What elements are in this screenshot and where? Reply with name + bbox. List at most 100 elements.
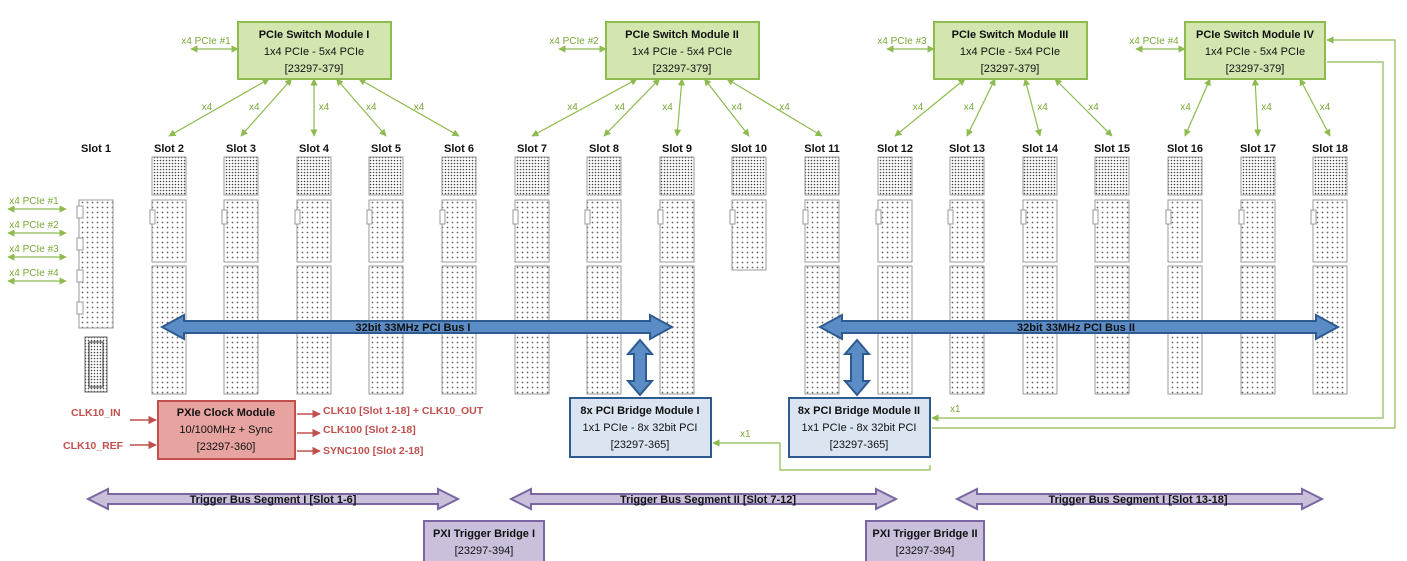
slot-connector (584, 156, 622, 395)
slot-label: Slot 17 (1240, 143, 1276, 155)
x4-link-label: x4 (319, 102, 330, 113)
slot-label: Slot 16 (1167, 143, 1203, 155)
x4-link-label: x4 (1037, 102, 1048, 113)
bridge-1-bus-arrow (625, 338, 655, 397)
trigger-segment-2-arrow (508, 487, 899, 511)
bridge-line2: 1x1 PCIe - 8x 32bit PCI (583, 422, 698, 434)
slot-label: Slot 7 (517, 143, 547, 155)
pxie-clock-module: PXIe Clock Module 10/100MHz + Sync [2329… (157, 400, 296, 460)
pcie-switch-module-3: PCIe Switch Module III 1x4 PCIe - 5x4 PC… (933, 21, 1088, 80)
trigger-bridge-part: [23297-394] (455, 545, 514, 557)
switch-line2: 1x4 PCIe - 5x4 PCIe (1205, 46, 1305, 58)
x4-link-label: x4 (779, 102, 790, 113)
pcie-x4-link (1299, 78, 1331, 137)
clock-output-label: CLK100 [Slot 2-18] (323, 424, 416, 436)
trigger-bridge-part: [23297-394] (896, 545, 955, 557)
slot-connector (1020, 156, 1058, 395)
x4-link-label: x4 (1088, 102, 1099, 113)
slot-label: Slot 14 (1022, 143, 1059, 155)
slot-label: Slot 4 (299, 143, 330, 155)
switch-part: [23297-379] (285, 63, 344, 75)
x4-link-label: x4 (913, 102, 924, 113)
pcie-x4-link (966, 78, 996, 137)
x4-link-label: x4 (249, 102, 260, 113)
clock-line2: 10/100MHz + Sync (179, 424, 273, 436)
slot-label: Slot 13 (949, 143, 985, 155)
pcie-x4-link (240, 78, 292, 137)
slot-connector (366, 156, 404, 395)
switch-line2: 1x4 PCIe - 5x4 PCIe (264, 46, 364, 58)
clock-part: [23297-360] (197, 441, 256, 453)
clk10-in-label: CLK10_IN (71, 407, 121, 419)
switch-part: [23297-379] (653, 63, 712, 75)
pci-bus-2-label: 32bit 33MHz PCI Bus II (1017, 322, 1135, 334)
clock-output-label: CLK10 [Slot 1-18] + CLK10_OUT (323, 405, 484, 417)
switch-link-label: x4 PCIe #1 (181, 36, 231, 47)
slot-connector (149, 156, 187, 395)
x4-link-label: x4 (964, 102, 975, 113)
switch-link-label: x4 PCIe #2 (549, 36, 599, 47)
x4-link-label: x4 (414, 102, 425, 113)
bus-layer (85, 313, 1341, 511)
slot-connector (512, 156, 550, 395)
pcie-x4-link (358, 78, 460, 137)
slot-label: Slot 15 (1094, 143, 1130, 155)
x4-link-label: x4 (662, 102, 673, 113)
slot-label: Slot 2 (154, 143, 184, 155)
slot-connector (875, 156, 913, 395)
pci-bus-1-label: 32bit 33MHz PCI Bus I (356, 322, 471, 334)
pxi-trigger-bridge-2: PXI Trigger Bridge II [23297-394] (865, 520, 985, 561)
switch-link-label: x4 PCIe #4 (1129, 36, 1179, 47)
x4-link-label: x4 (366, 102, 377, 113)
bridge-part: [23297-365] (830, 439, 889, 451)
bridge-line2: 1x1 PCIe - 8x 32bit PCI (802, 422, 917, 434)
x4-link-label: x4 (202, 102, 213, 113)
switch-part: [23297-379] (1226, 63, 1285, 75)
trigger-bridge-title: PXI Trigger Bridge II (872, 528, 977, 540)
pcie-x4-link (726, 78, 823, 137)
pcie-x4-link (673, 78, 686, 137)
trigger-segment-1-label: Trigger Bus Segment I [Slot 1-6] (190, 494, 357, 506)
slot-label: Slot 18 (1312, 143, 1348, 155)
pcie-x4-link (336, 78, 387, 137)
slot-connector (729, 156, 767, 271)
bridge-part: [23297-365] (611, 439, 670, 451)
bridge-title: 8x PCI Bridge Module I (580, 405, 699, 417)
slot1-link-label: x4 PCIe #1 (9, 196, 59, 207)
clk10-ref-label: CLK10_REF (63, 440, 124, 452)
slot1-link-label: x4 PCIe #4 (9, 268, 59, 279)
slot-label: Slot 3 (226, 143, 256, 155)
switch-title: PCIe Switch Module III (952, 29, 1069, 41)
clock-title: PXIe Clock Module (177, 407, 275, 419)
slot-connector (1310, 156, 1348, 395)
pcie-link-layer (7, 36, 1396, 471)
slot-label: Slot 11 (804, 143, 839, 155)
x1-link-line (931, 61, 1384, 422)
pcie-x4-link (894, 78, 966, 137)
slot-label: Slot 9 (662, 143, 692, 155)
slot-label: Slot 8 (589, 143, 619, 155)
trigger-segment-2-label: Trigger Bus Segment II [Slot 7-12] (620, 494, 796, 506)
x4-link-label: x4 (614, 102, 625, 113)
trigger-segment-3-label: Trigger Bus Segment I [Slot 13-18] (1048, 494, 1227, 506)
x4-link-label: x4 (1180, 102, 1191, 113)
switch-part: [23297-379] (981, 63, 1040, 75)
slot-layer (76, 156, 1348, 395)
trigger-segment-1-arrow (85, 487, 461, 511)
pcie-switch-module-2: PCIe Switch Module II 1x4 PCIe - 5x4 PCI… (605, 21, 760, 80)
slot-connector (947, 156, 985, 395)
x1-link-line (932, 36, 1396, 429)
bridge-2-bus-arrow (842, 338, 872, 397)
pcie-x4-link (603, 78, 661, 137)
switch-link-label: x4 PCIe #3 (877, 36, 927, 47)
pci-bus-1-arrow (159, 313, 675, 341)
trigger-segment-3-arrow (954, 487, 1325, 511)
switch-title: PCIe Switch Module II (625, 29, 739, 41)
slot1-link-label: x4 PCIe #3 (9, 244, 59, 255)
x4-link-label: x4 (567, 102, 578, 113)
switch-title: PCIe Switch Module IV (1196, 29, 1315, 41)
slot-connector (221, 156, 259, 395)
